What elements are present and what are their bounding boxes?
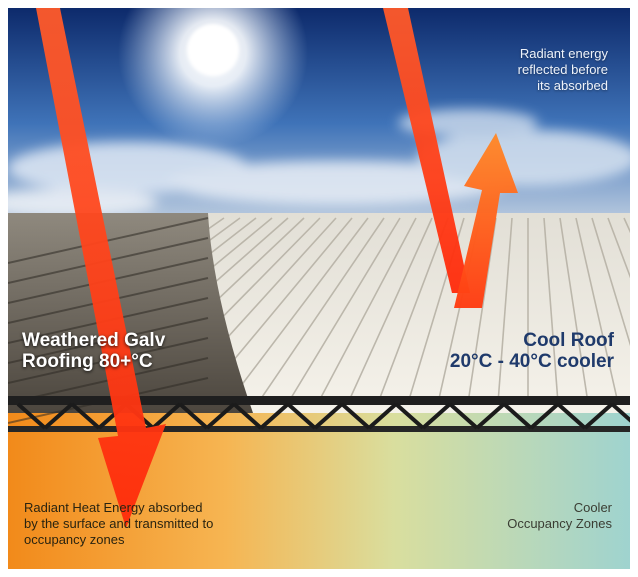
galv-line-1: Weathered Galv: [22, 330, 166, 351]
cooler-line-2: Occupancy Zones: [507, 516, 612, 531]
weathered-galv-label: Weathered Galv Roofing 80+°C: [22, 330, 165, 372]
reflected-line-1: Radiant energy: [519, 46, 608, 61]
roof-truss: [8, 396, 630, 432]
incoming-radiation-arrow: [383, 8, 470, 293]
cooler-line-1: Cooler: [573, 500, 612, 515]
absorbed-heat-arrow: [20, 8, 166, 528]
absorbed-line-2: by the surface and transmitted to: [24, 516, 214, 531]
reflected-energy-arrow: [454, 133, 518, 308]
absorbed-line-3: occupancy zones: [24, 532, 125, 547]
absorbed-line-1: Radiant Heat Energy absorbed: [24, 500, 203, 515]
cool-roof-label: Cool Roof 20°C - 40°C cooler: [450, 330, 614, 372]
galv-line-2: Roofing 80+°C: [22, 351, 153, 372]
reflected-line-3: its absorbed: [537, 78, 608, 93]
weathered-galv-surface: [8, 213, 253, 413]
cooler-zones-label: Cooler Occupancy Zones: [507, 500, 612, 532]
reflected-line-2: reflected before: [517, 62, 608, 77]
diagram-illustration: [8, 8, 630, 569]
reflected-energy-label: Radiant energy reflected before its abso…: [518, 46, 608, 94]
cool-roof-diagram: Radiant energy reflected before its abso…: [8, 8, 630, 569]
sun: [118, 8, 308, 148]
cool-line-2: 20°C - 40°C cooler: [449, 351, 614, 372]
cool-line-1: Cool Roof: [523, 330, 614, 351]
absorbed-heat-label: Radiant Heat Energy absorbed by the surf…: [24, 500, 213, 548]
